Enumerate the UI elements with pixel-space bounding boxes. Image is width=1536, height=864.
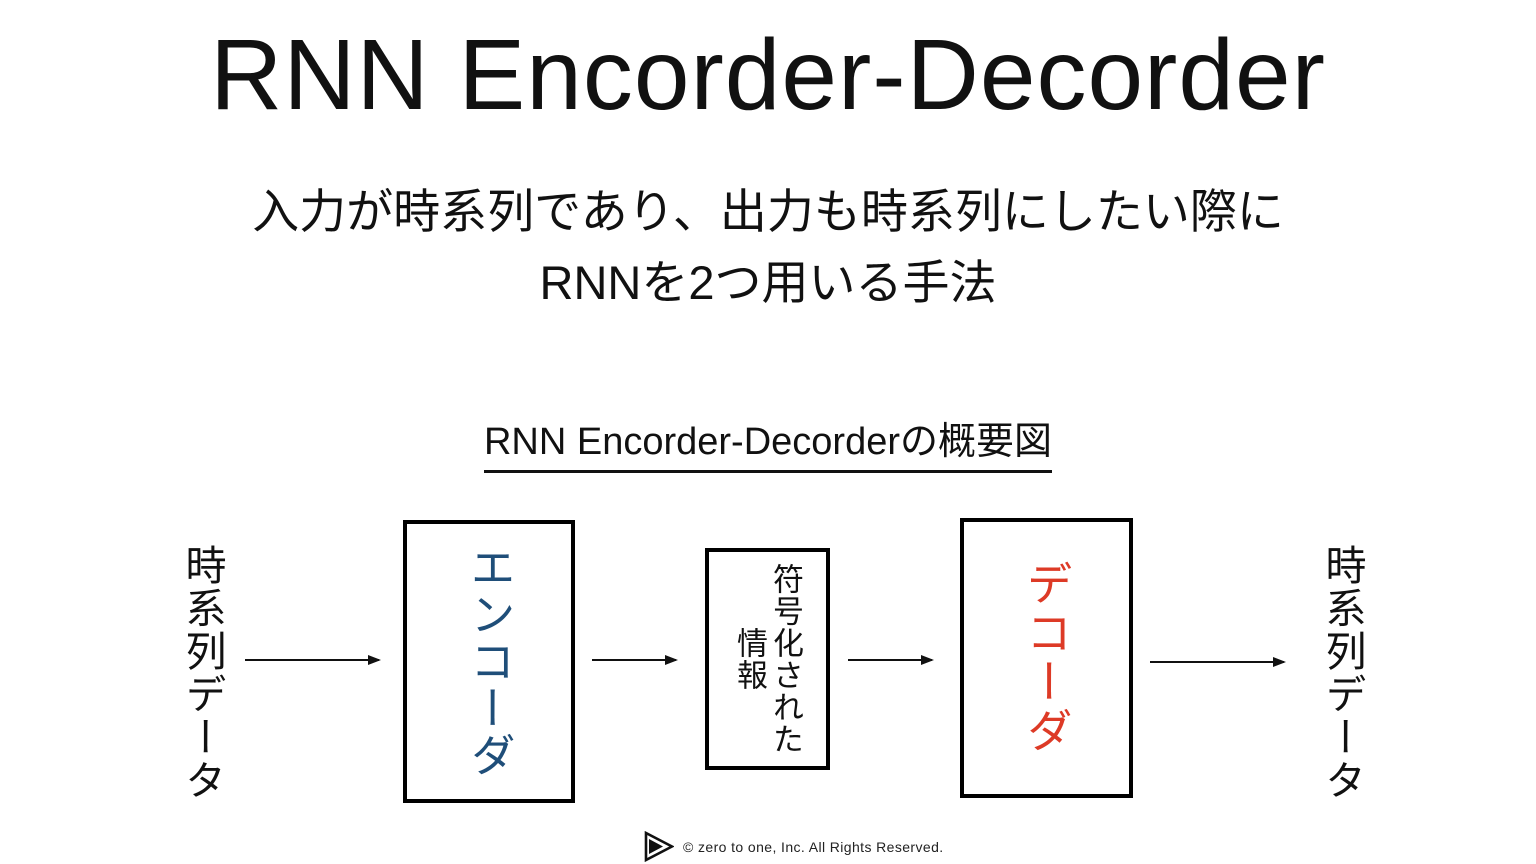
decoder-label: デコーダ [1020,560,1073,756]
subtitle: 入力が時系列であり、出力も時系列にしたい際に RNNを2つ用いる手法 [0,176,1536,318]
output-timeseries-label: 時系列データ [1319,544,1365,802]
encoder-to-info-arrow-icon [592,659,676,661]
subtitle-line-1: 入力が時系列であり、出力も時系列にしたい際に [252,185,1284,238]
encoder-label: エンコーダ [463,544,515,779]
encoded-info-label-line2: 情報 [732,627,767,691]
decoder-box: デコーダ [960,518,1133,798]
page-title: RNN Encorder-Decorder [210,19,1326,131]
subtitle-line-2: RNNを2つ用いる手法 [539,256,997,309]
encoder-box: エンコーダ [403,520,575,803]
input-arrow-icon [245,659,379,661]
zero-to-one-logo-icon [644,831,674,862]
copyright-text: © zero to one, Inc. All Rights Reserved. [683,838,944,855]
encoded-info-label-line1: 符号化された [768,563,803,755]
output-arrow-icon [1150,661,1284,663]
diagram-heading: RNN Encorder-Decorderの概要図 [0,410,1536,473]
input-timeseries-label: 時系列データ [179,544,225,802]
info-to-decoder-arrow-icon [848,659,932,661]
encoded-info-box: 符号化された 情報 [705,548,830,770]
footer: © zero to one, Inc. All Rights Reserved. [644,831,944,862]
diagram-heading-text: RNN Encorder-Decorderの概要図 [483,410,1052,473]
